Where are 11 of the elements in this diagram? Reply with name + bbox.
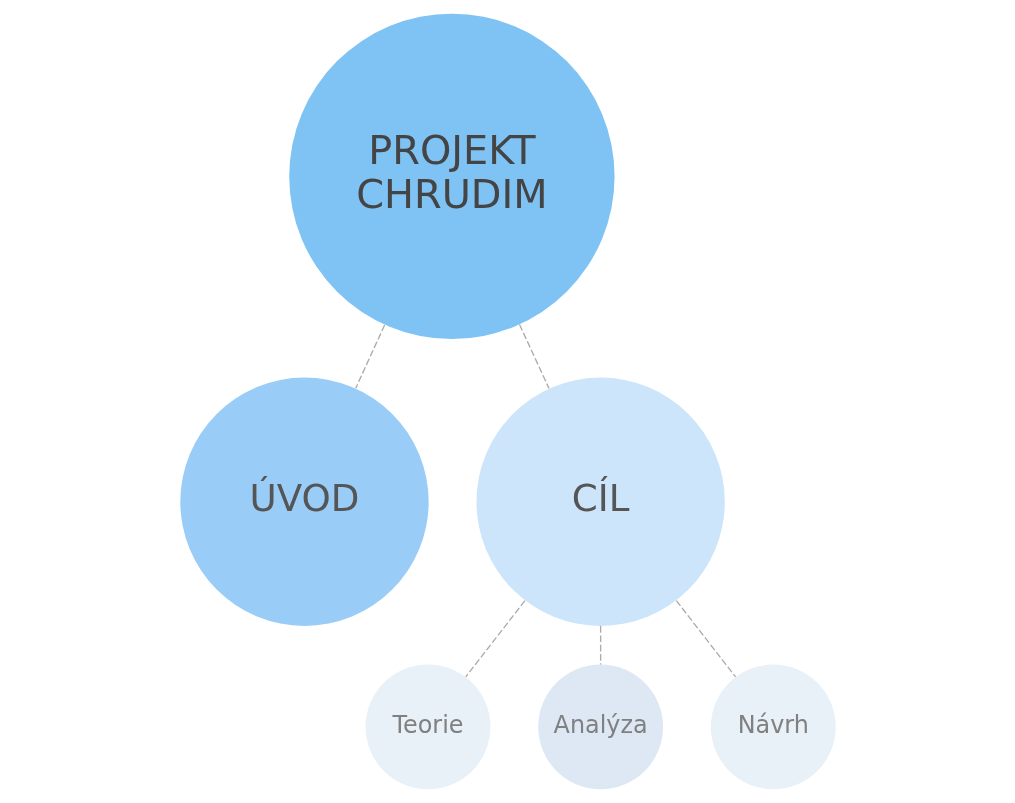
- node-circle: PROJEKT CHRUDIM: [288, 13, 615, 340]
- node-circle: Teorie: [365, 664, 490, 790]
- node-circle: ÚVOD: [179, 377, 429, 626]
- connector: [464, 600, 526, 678]
- node-circle: Návrh: [710, 664, 836, 790]
- node-circle: CÍL: [475, 377, 725, 626]
- node-circle: Analýza: [537, 664, 663, 790]
- connector: [599, 625, 601, 666]
- connector: [675, 600, 736, 678]
- connector: [354, 324, 385, 389]
- connector: [518, 323, 550, 390]
